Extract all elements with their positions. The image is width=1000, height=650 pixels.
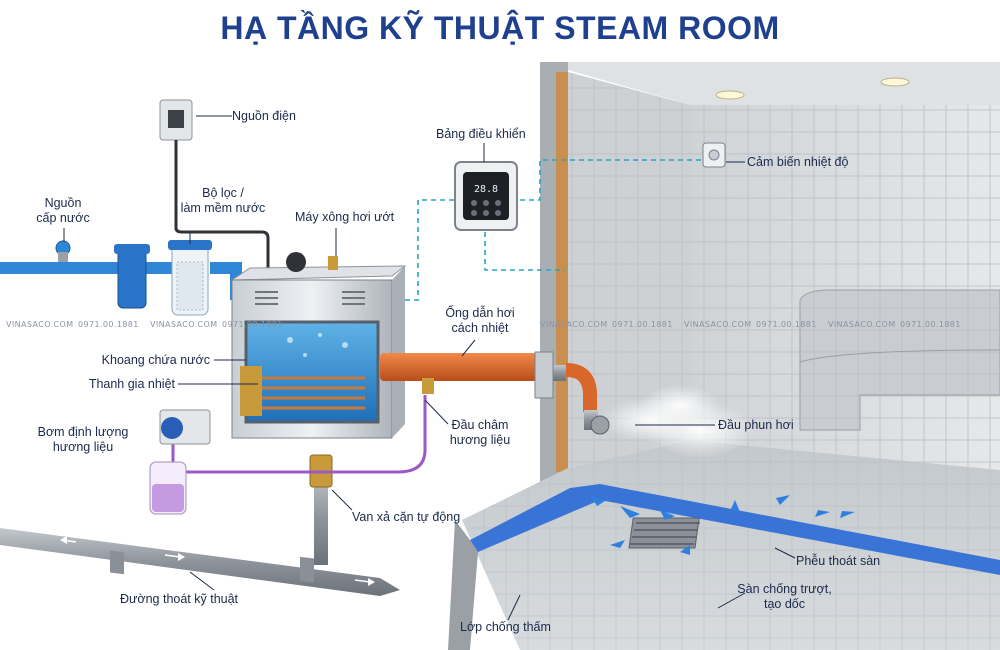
watermark-brand: VINASACO.COM [150, 320, 218, 329]
label-heating-element: Thanh gia nhiệt [88, 377, 175, 391]
ceiling-light [715, 90, 745, 100]
watermark-phone: 0971.00.1881 [900, 320, 961, 329]
watermark-brand: VINASACO.COM [828, 320, 896, 329]
watermark-phone: 0971.00.1881 [756, 320, 817, 329]
steam-generator [230, 252, 407, 439]
water-chamber-window [244, 320, 380, 424]
label-water-supply: Nguồn cấp nước [36, 196, 90, 225]
watermark-phone: 0971.00.1881 [222, 320, 283, 329]
control-wiring [405, 159, 702, 301]
label-temperature-sensor: Cảm biến nhiệt độ [747, 155, 849, 169]
steam-cloud [600, 385, 755, 458]
label-floor-drain: Phễu thoát sàn [796, 554, 881, 568]
label-water-chamber: Khoang chứa nước [101, 353, 210, 367]
power-supply [159, 99, 270, 268]
callout-leaders [63, 115, 796, 621]
label-filter-softener: Bộ lọc / làm mềm nước [180, 186, 266, 215]
label-waterproof-layer: Lớp chống thấm [460, 620, 551, 634]
technical-drain-pipe [0, 454, 400, 596]
control-panel-reading: 28.8 [474, 184, 498, 195]
watermark-brand: VINASACO.COM [6, 320, 74, 329]
water-supply-line [0, 240, 242, 316]
drain-riser [314, 470, 328, 565]
label-insulated-pipe: Ống dẫn hơi cách nhiệt [445, 306, 515, 335]
heating-coils [258, 376, 365, 410]
watermark-brand: VINASACO.COM [540, 320, 608, 329]
label-aroma-injector: Đầu châm hương liệu [449, 418, 511, 447]
label-power-source: Nguồn điện [232, 109, 296, 123]
label-steam-nozzle: Đầu phun hơi [718, 418, 794, 432]
watermark-brand: VINASACO.COM [684, 320, 752, 329]
temperature-sensor-device [702, 142, 726, 168]
steam-nozzle-head [590, 415, 610, 435]
control-panel-screen [463, 172, 509, 220]
label-anti-slip-floor: Sàn chống trượt, tạo dốc [737, 582, 832, 611]
control-panel-device: 28.8 [454, 161, 518, 231]
insulated-steam-pipe [380, 351, 610, 435]
watermark-phone: 0971.00.1881 [78, 320, 139, 329]
label-control-panel: Bảng điều khiển [436, 127, 526, 141]
aroma-dosing [149, 395, 427, 515]
watermark-phone: 0971.00.1881 [612, 320, 673, 329]
room-ceiling [540, 62, 1000, 105]
label-technical-drain: Đường thoát kỹ thuật [120, 592, 239, 606]
label-drain-valve: Van xả cặn tự động [352, 510, 461, 524]
top-port-knob [286, 252, 306, 272]
label-steam-generator: Máy xông hơi ướt [295, 210, 395, 224]
drain-flow-arrows [590, 495, 855, 555]
page-title: HẠ TẦNG KỸ THUẬT STEAM ROOM [220, 10, 780, 46]
label-dosing-pump: Bơm định lượng hương liệu [37, 425, 129, 454]
cartridge-filter [117, 247, 147, 309]
